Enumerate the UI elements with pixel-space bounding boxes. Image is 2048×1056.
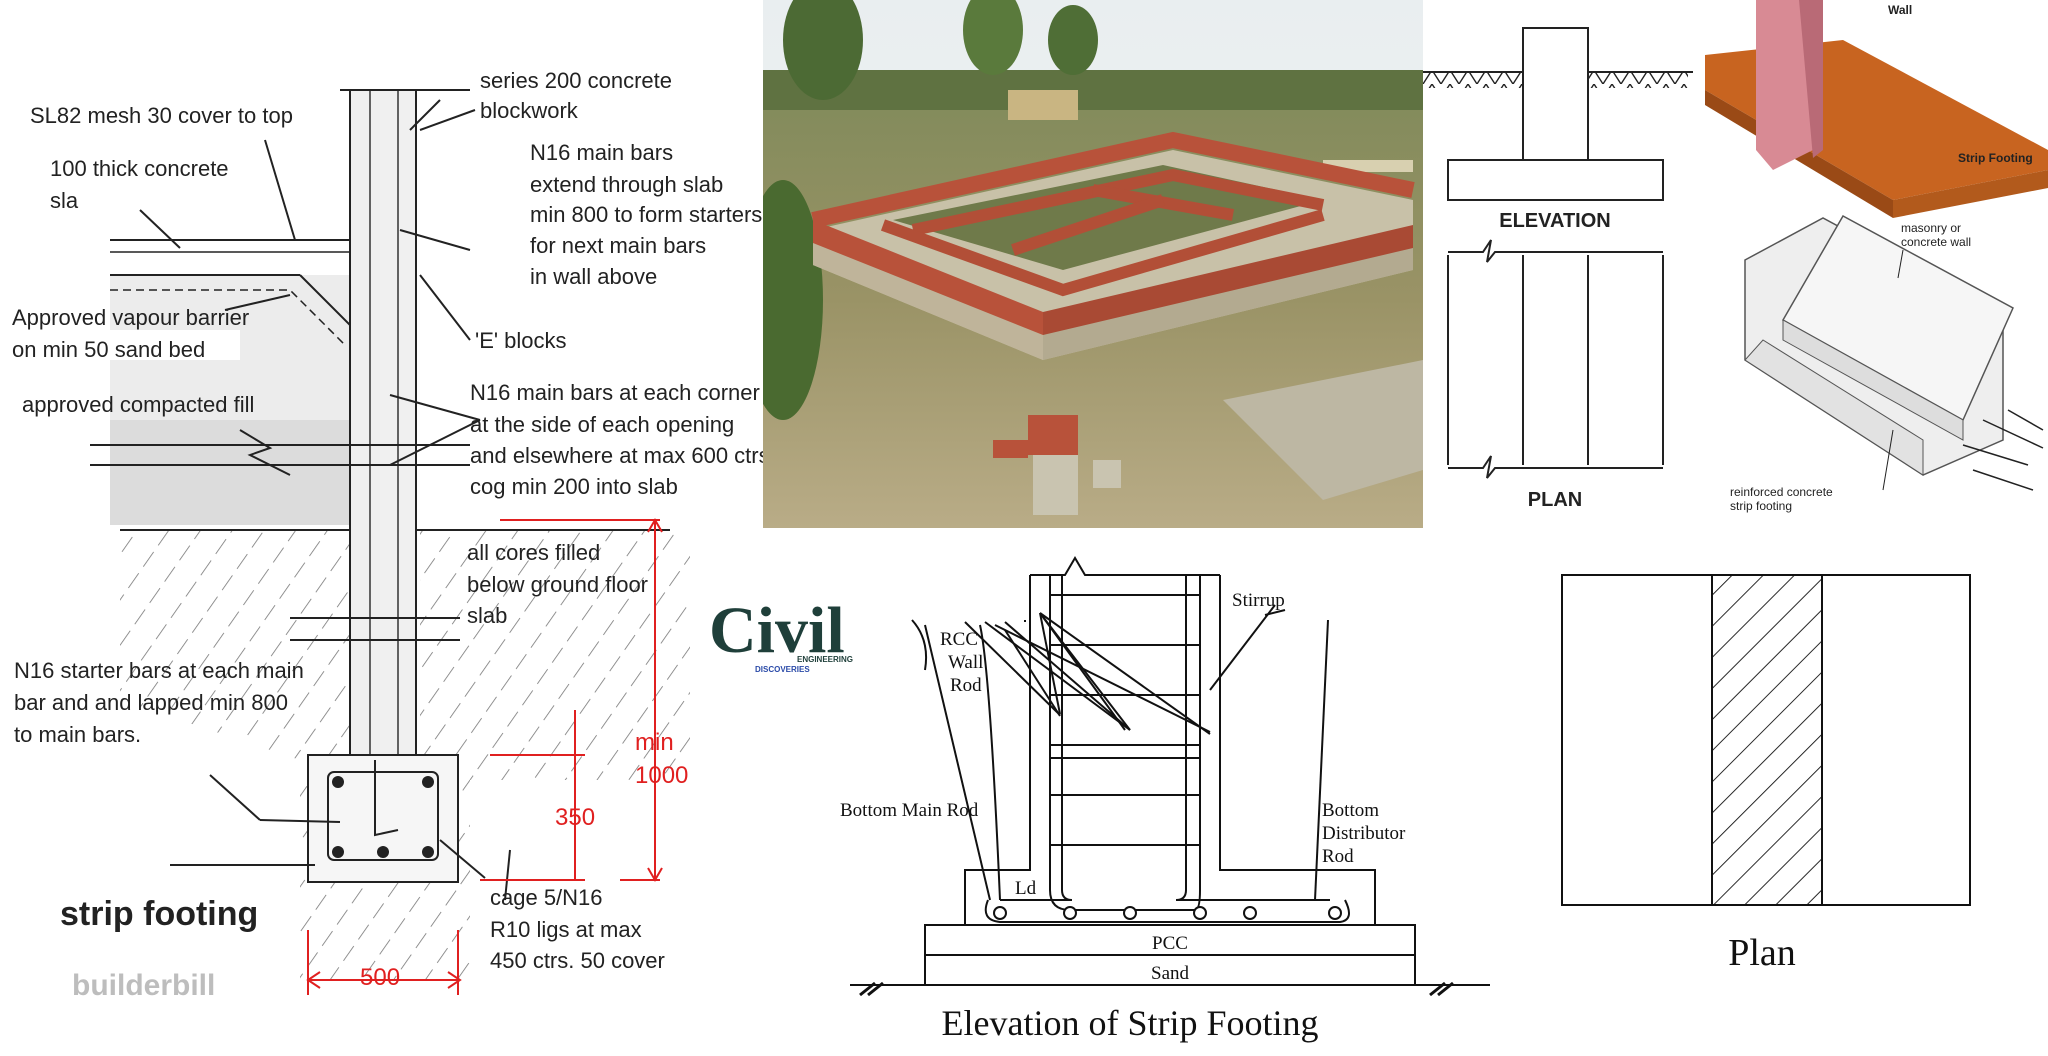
plan-label: PLAN bbox=[1528, 489, 1582, 511]
label-cage-1: cage 5/N16 bbox=[490, 885, 603, 910]
label-series200: series 200 concrete bbox=[480, 68, 672, 93]
strip-footing-detail-drawing: series 200 concrete blockwork SL82 mesh … bbox=[0, 68, 770, 1002]
label-vapour-2: on min 50 sand bed bbox=[12, 337, 205, 362]
bottom-distributor-label-2: Distributor bbox=[1322, 823, 1406, 844]
label-n16-main-5: in wall above bbox=[530, 264, 657, 289]
plan-title: Plan bbox=[1728, 932, 1796, 974]
reinforced-label-2: strip footing bbox=[1730, 499, 1792, 513]
label-vapour-1: Approved vapour barrier bbox=[12, 305, 249, 330]
plan-lines bbox=[1447, 239, 1664, 479]
dimension-lines bbox=[306, 518, 663, 995]
label-corner-1: N16 main bars at each corner bbox=[470, 380, 760, 405]
bottom-distributor-label-1: Bottom bbox=[1322, 800, 1379, 821]
rebar-ends bbox=[1962, 409, 2044, 491]
label-n16-main-1: N16 main bars bbox=[530, 140, 673, 165]
logo-text: Civil bbox=[709, 594, 845, 667]
elevation-plan-iso-panel: ELEVATION PLAN Wall Strip Footing masonr… bbox=[1423, 0, 2048, 528]
bottom-distributor-label-3: Rod bbox=[1322, 846, 1354, 867]
label-e-blocks: 'E' blocks bbox=[475, 328, 567, 353]
label-corner-2: at the side of each opening bbox=[470, 412, 734, 437]
strip-footing-label: Strip Footing bbox=[1958, 151, 2033, 165]
label-100-thick: 100 thick concrete bbox=[50, 156, 229, 181]
dim-350: 350 bbox=[555, 804, 595, 831]
label-cores-2: below ground floor bbox=[467, 572, 648, 597]
masonry-label-2: concrete wall bbox=[1901, 235, 1971, 249]
dim-min: min bbox=[635, 729, 674, 756]
builderbill-brand: builderbill bbox=[72, 969, 215, 1002]
section-elevation-drawing: Stirrup RCC Wall Rod Bottom Main Rod Bot… bbox=[840, 556, 1490, 1043]
label-cores-3: slab bbox=[467, 603, 507, 628]
ld-label: Ld bbox=[1015, 878, 1037, 899]
label-cage-2: R10 ligs at max bbox=[490, 917, 642, 942]
label-n16-main-3: min 800 to form starters bbox=[530, 202, 762, 227]
stirrup-label: Stirrup bbox=[1232, 590, 1285, 611]
label-corner-3: and elsewhere at max 600 ctrs bbox=[470, 443, 770, 468]
masonry-label-1: masonry or bbox=[1901, 221, 1961, 235]
label-n16-main-2: extend through slab bbox=[530, 172, 723, 197]
rcc-label-1: RCC bbox=[940, 629, 978, 650]
plan-view-panel: Plan bbox=[1550, 570, 1980, 990]
pcc-label: PCC bbox=[1152, 933, 1188, 954]
bottom-main-rod-label: Bottom Main Rod bbox=[840, 800, 979, 821]
dim-min-1000: 1000 bbox=[635, 762, 688, 789]
label-corner-4: cog min 200 into slab bbox=[470, 474, 678, 499]
label-starter-2: bar and and lapped min 800 bbox=[14, 690, 288, 715]
elevation-label: ELEVATION bbox=[1499, 210, 1610, 232]
label-sla: sla bbox=[50, 188, 79, 213]
civil-engineering-logo: Civil ENGINEERING DISCOVERIES bbox=[705, 590, 865, 680]
wall-label: Wall bbox=[1888, 3, 1912, 17]
label-starter-3: to main bars. bbox=[14, 722, 141, 747]
strip-footing-iso-drawing: ELEVATION PLAN Wall Strip Footing masonr… bbox=[1423, 0, 2048, 513]
label-blockwork: blockwork bbox=[480, 98, 579, 123]
rcc-label-2: Wall bbox=[948, 652, 983, 673]
label-starter-1: N16 starter bars at each main bbox=[14, 658, 304, 683]
sand-label: Sand bbox=[1151, 963, 1190, 984]
label-sl82-mesh: SL82 mesh 30 cover to top bbox=[30, 103, 293, 128]
rcc-label-3: Rod bbox=[950, 675, 982, 696]
plan-view-drawing: Plan bbox=[1561, 574, 1971, 974]
label-compacted-fill: approved compacted fill bbox=[22, 392, 254, 417]
reinforced-label-1: reinforced concrete bbox=[1730, 485, 1833, 499]
section-title: Elevation of Strip Footing bbox=[942, 1003, 1319, 1043]
brick-foundation-photo bbox=[763, 0, 1423, 528]
dim-500: 500 bbox=[360, 964, 400, 991]
section-elevation-panel: Stirrup RCC Wall Rod Bottom Main Rod Bot… bbox=[830, 550, 1510, 1056]
strip-footing-caption: strip footing bbox=[60, 895, 258, 933]
label-cores-1: all cores filled bbox=[467, 540, 600, 565]
logo-sub-engineering: ENGINEERING bbox=[797, 655, 853, 664]
strip-footing-detail-panel: series 200 concrete blockwork SL82 mesh … bbox=[0, 0, 770, 1056]
label-cage-3: 450 ctrs. 50 cover bbox=[490, 948, 665, 973]
logo-sub-discoveries: DISCOVERIES bbox=[755, 665, 810, 674]
label-n16-main-4: for next main bars bbox=[530, 233, 706, 258]
foundation-photo-panel bbox=[763, 0, 1423, 528]
